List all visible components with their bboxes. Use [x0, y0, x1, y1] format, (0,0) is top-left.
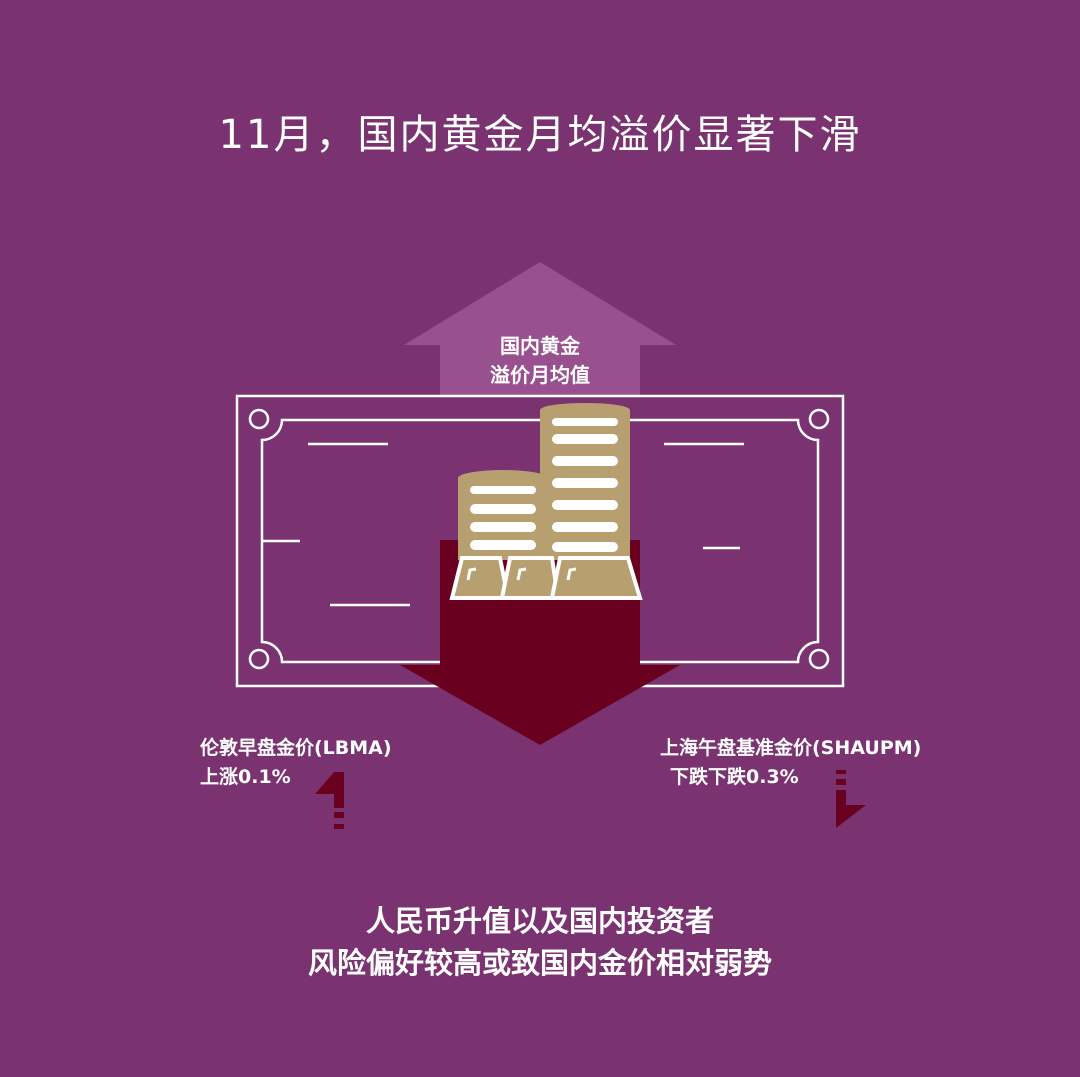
page-title: 11月，国内黄金月均溢价显著下滑 [218, 112, 862, 158]
up-arrow-label: 国内黄金 溢价月均值 [440, 332, 640, 390]
conclusion-line2: 风险偏好较高或致国内金价相对弱势 [307, 946, 772, 980]
conclusion-line1: 人民币升值以及国内投资者 [365, 904, 714, 938]
conclusion-text: 人民币升值以及国内投资者 风险偏好较高或致国内金价相对弱势 [0, 900, 1080, 984]
lbma-annotation: 伦敦早盘金价(LBMA) 上涨0.1% [200, 734, 392, 792]
small-down-arrow-icon [836, 770, 866, 828]
shaupm-title: 上海午盘基准金价(SHAUPM) [660, 737, 922, 759]
small-up-arrow-icon [315, 772, 344, 829]
gold-coins-icon [458, 403, 630, 560]
shaupm-change: 下跌下跌0.3% [670, 766, 799, 788]
shaupm-annotation: 上海午盘基准金价(SHAUPM) 下跌下跌0.3% [660, 734, 921, 792]
gold-bars-icon [449, 556, 643, 600]
lbma-title: 伦敦早盘金价(LBMA) [200, 737, 392, 759]
up-arrow-label-line2: 溢价月均值 [490, 363, 590, 387]
up-arrow-icon [404, 262, 676, 396]
up-arrow-label-line1: 国内黄金 [500, 334, 580, 358]
lbma-change: 上涨0.1% [200, 766, 291, 788]
